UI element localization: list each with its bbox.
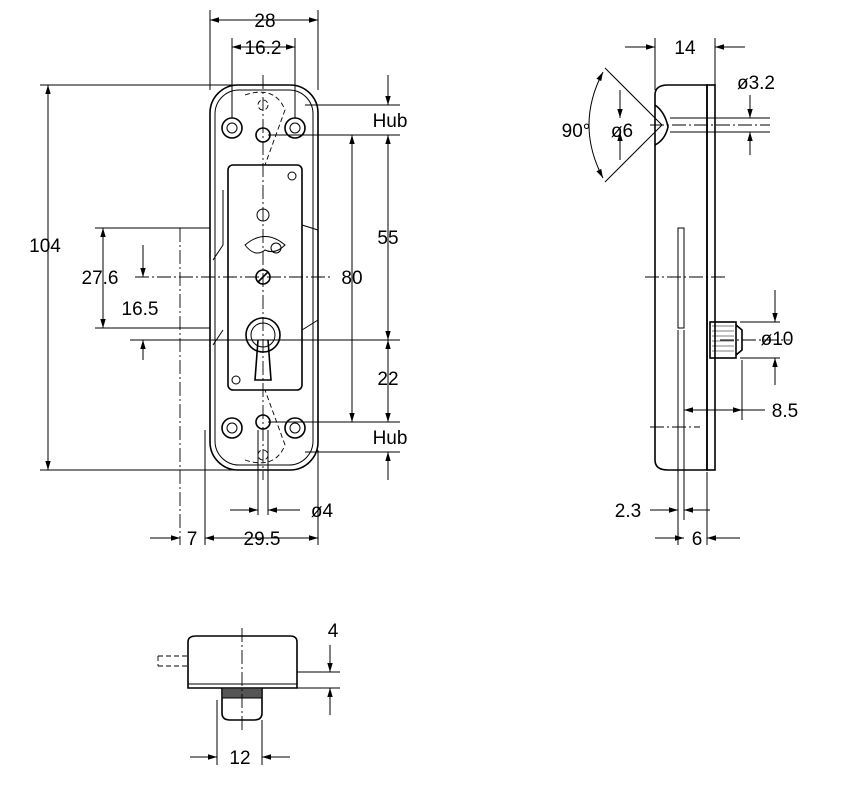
mounting-holes <box>221 99 306 461</box>
dim-2-3: 2.3 <box>615 501 641 522</box>
front-view: 28 16.2 104 27.6 16.5 Hub 55 80 22 Hub ø… <box>29 10 407 550</box>
dim-29-5: 29.5 <box>244 529 281 550</box>
dim-14: 14 <box>674 38 696 59</box>
side-view: 14 ø3.2 90° ø6 ø10 8.5 2.3 6 <box>562 38 798 550</box>
dim-dia-3-2: ø3.2 <box>737 73 775 94</box>
dim-80: 80 <box>341 268 362 289</box>
dim-22: 22 <box>377 369 398 390</box>
dim-dia-10: ø10 <box>761 329 794 350</box>
dim-27-6: 27.6 <box>82 268 119 289</box>
dim-dia-6: ø6 <box>611 121 633 142</box>
dim-8-5: 8.5 <box>772 401 798 422</box>
bottom-view: 4 12 <box>157 621 340 769</box>
dim-28: 28 <box>254 11 275 32</box>
dim-4: 4 <box>328 621 339 642</box>
dim-angle-90: 90° <box>562 121 591 142</box>
dim-55: 55 <box>377 228 398 249</box>
dim-6: 6 <box>692 529 703 550</box>
label-hub-top: Hub <box>373 111 408 132</box>
dim-16-2: 16.2 <box>245 38 282 59</box>
label-hub-bottom: Hub <box>373 428 408 449</box>
dim-12: 12 <box>229 748 250 769</box>
dim-16-5: 16.5 <box>122 299 159 320</box>
dim-dia-4: ø4 <box>311 501 334 522</box>
dim-104: 104 <box>29 236 61 257</box>
dim-7: 7 <box>187 529 198 550</box>
